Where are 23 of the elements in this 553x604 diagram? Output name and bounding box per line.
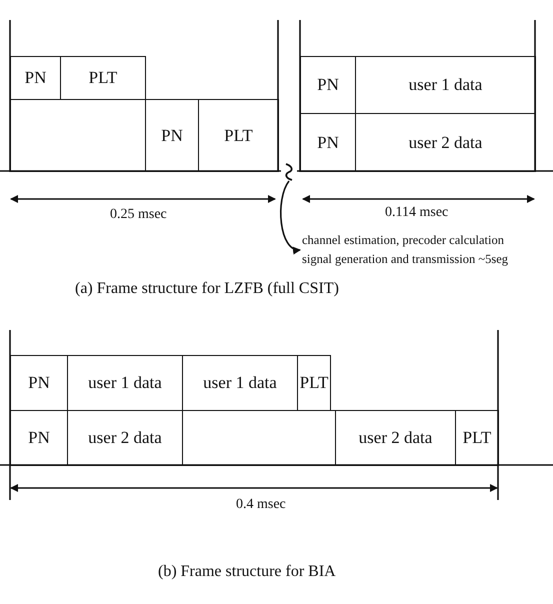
frame-slot: PN <box>10 56 61 100</box>
frame-slot: PLT <box>455 410 499 466</box>
frame-slot: PN <box>300 56 356 114</box>
frame-slot: PN <box>10 355 68 411</box>
frame-slot: user 1 data <box>355 56 536 114</box>
dimension-label: 0.114 msec <box>385 205 448 221</box>
note-text: channel estimation, precoder calculation signal generation and transmission ~5seg <box>302 230 530 270</box>
dimension-label: 0.4 msec <box>236 497 286 513</box>
dimension-label: 0.25 msec <box>110 207 167 223</box>
empty-slot <box>182 410 336 466</box>
caption: (a) Frame structure for LZFB (full CSIT) <box>75 280 339 298</box>
caption: (b) Frame structure for BIA <box>158 563 336 581</box>
frame-slot: PLT <box>198 99 279 172</box>
frame-slot: PLT <box>297 355 331 411</box>
frame-slot: PN <box>145 99 199 172</box>
curved-arrow <box>280 180 301 254</box>
frame-slot: user 2 data <box>335 410 456 466</box>
break-mark <box>283 163 295 181</box>
frame-slot: user 2 data <box>355 113 536 172</box>
frame-slot: PLT <box>60 56 146 100</box>
frame-slot: PN <box>10 410 68 466</box>
empty-slot <box>10 99 146 172</box>
frame-slot: PN <box>300 113 356 172</box>
